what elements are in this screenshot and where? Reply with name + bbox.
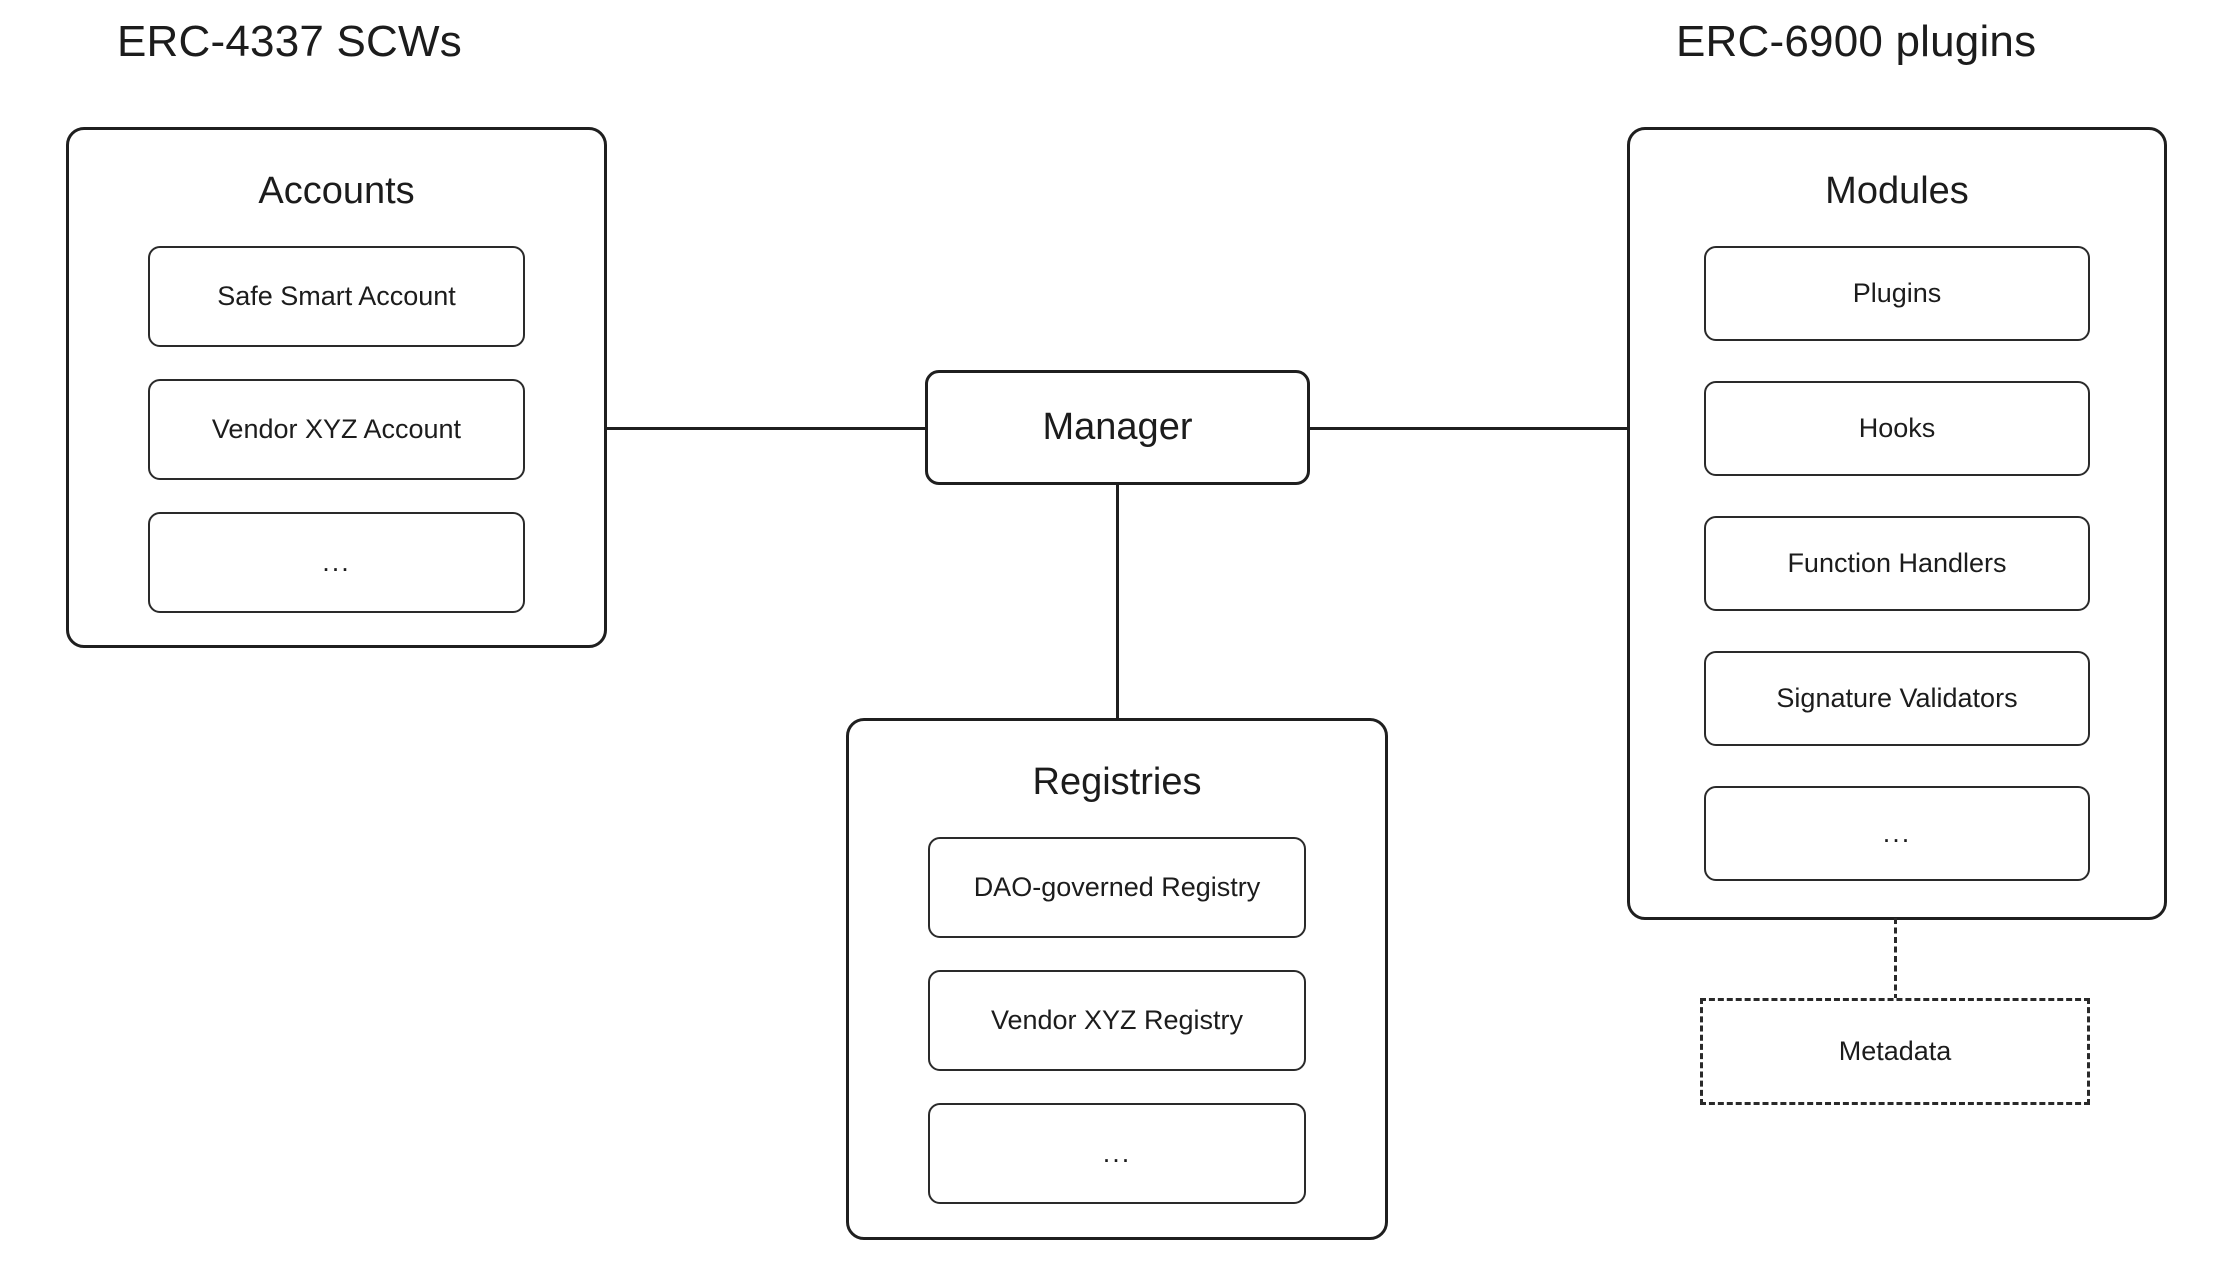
group-modules-items: Plugins Hooks Function Handlers Signatur… xyxy=(1630,246,2164,921)
list-item[interactable]: DAO-governed Registry xyxy=(928,837,1306,938)
group-modules: Modules Plugins Hooks Function Handlers … xyxy=(1627,127,2167,920)
list-item-more[interactable]: ... xyxy=(148,512,525,613)
manager-node[interactable]: Manager xyxy=(925,370,1310,485)
group-registries: Registries DAO-governed Registry Vendor … xyxy=(846,718,1388,1240)
heading-erc-4337: ERC-4337 SCWs xyxy=(117,17,462,66)
list-item[interactable]: Hooks xyxy=(1704,381,2090,476)
connector-accounts-to-manager xyxy=(607,427,927,430)
list-item[interactable]: Vendor XYZ Registry xyxy=(928,970,1306,1071)
group-accounts: Accounts Safe Smart Account Vendor XYZ A… xyxy=(66,127,607,648)
connector-modules-to-metadata xyxy=(1894,918,1897,1000)
connector-manager-to-modules xyxy=(1308,427,1629,430)
metadata-node[interactable]: Metadata xyxy=(1700,998,2090,1105)
group-accounts-items: Safe Smart Account Vendor XYZ Account ..… xyxy=(69,246,604,645)
group-registries-title: Registries xyxy=(1032,761,1202,803)
connector-manager-to-registries xyxy=(1116,483,1119,720)
list-item[interactable]: Safe Smart Account xyxy=(148,246,525,347)
group-accounts-title: Accounts xyxy=(258,170,415,212)
list-item[interactable]: Function Handlers xyxy=(1704,516,2090,611)
heading-erc-6900: ERC-6900 plugins xyxy=(1676,17,2037,66)
list-item-more[interactable]: ... xyxy=(928,1103,1306,1204)
list-item[interactable]: Plugins xyxy=(1704,246,2090,341)
group-modules-title: Modules xyxy=(1825,170,1969,212)
group-registries-items: DAO-governed Registry Vendor XYZ Registr… xyxy=(849,837,1385,1236)
list-item[interactable]: Vendor XYZ Account xyxy=(148,379,525,480)
list-item-more[interactable]: ... xyxy=(1704,786,2090,881)
list-item[interactable]: Signature Validators xyxy=(1704,651,2090,746)
